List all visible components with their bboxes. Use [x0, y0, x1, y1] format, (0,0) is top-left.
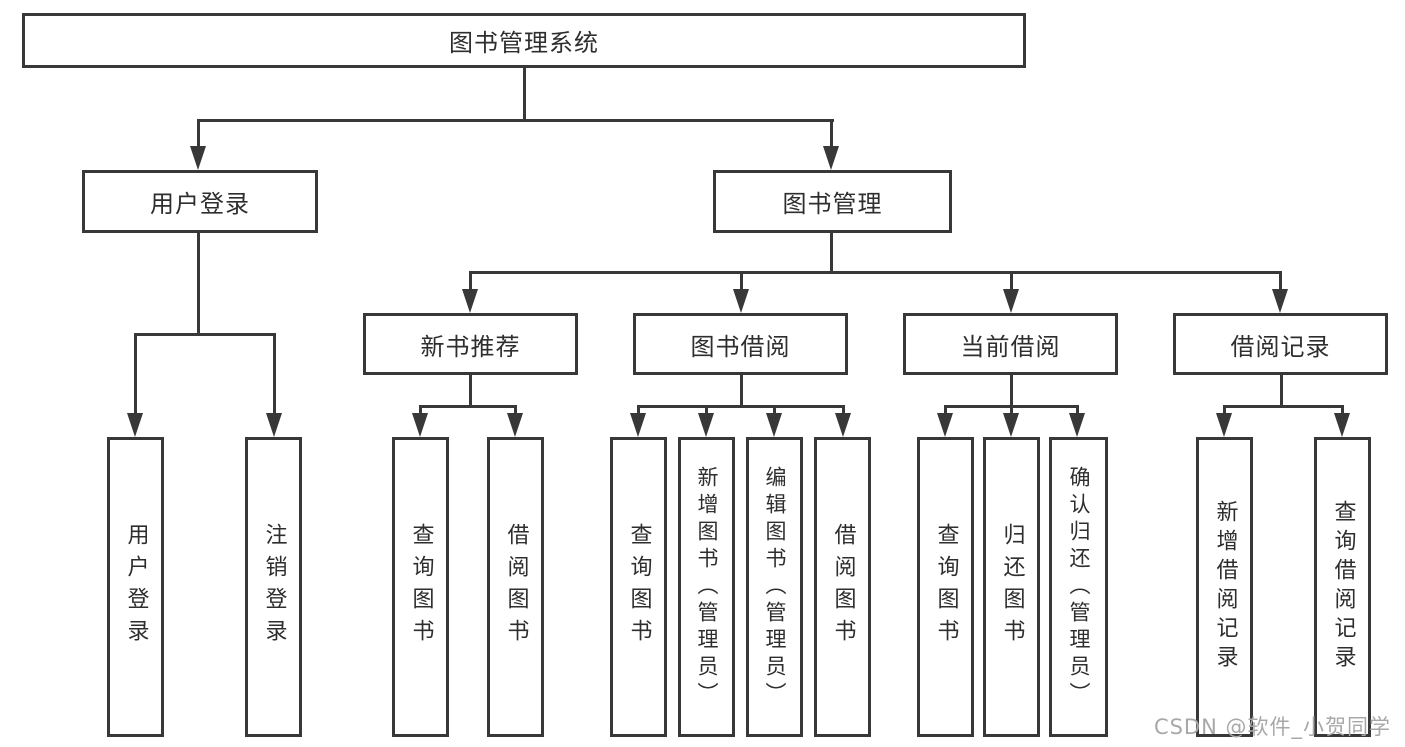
watermark: CSDN @软件_小贺同学: [1153, 715, 1391, 739]
connector-line: [134, 333, 137, 414]
node-label: 确认归还（管理员）: [1067, 465, 1091, 709]
connector-line: [420, 405, 517, 408]
node-label: 新增图书（管理员）: [695, 465, 719, 709]
node-label: 借阅图书: [830, 523, 856, 651]
node-label: 图书借阅: [690, 332, 791, 361]
connector-line: [705, 405, 708, 415]
node-label: 借阅记录: [1230, 332, 1331, 361]
connector-line: [469, 271, 472, 291]
connector-line: [944, 405, 947, 415]
connector-line: [197, 119, 200, 147]
connector-line: [1010, 375, 1013, 407]
node-book-management: 图书管理: [713, 170, 952, 233]
node-library-management-system: 图书管理系统: [22, 13, 1026, 68]
connector-line: [1280, 375, 1283, 407]
node-label: 图书管理系统: [449, 29, 599, 57]
connector-line: [523, 68, 526, 119]
node-leaf-borrow-books-borrowing: 借阅图书: [814, 437, 871, 737]
connector-line: [134, 333, 276, 336]
node-label: 注销登录: [261, 523, 287, 651]
connector-line: [470, 271, 1282, 274]
arrow-down-icon: [766, 413, 782, 437]
node-leaf-query-borrow-record: 查询借阅记录: [1314, 437, 1371, 737]
node-label: 新增借阅记录: [1212, 500, 1238, 674]
connector-line: [740, 375, 743, 407]
node-leaf-query-books-current: 查询图书: [917, 437, 974, 737]
connector-line: [1076, 405, 1079, 415]
arrow-down-icon: [266, 413, 282, 437]
arrow-down-icon: [1003, 413, 1019, 437]
node-leaf-add-books-admin: 新增图书（管理员）: [678, 437, 735, 737]
node-current-borrowing: 当前借阅: [903, 313, 1118, 375]
connector-line: [740, 271, 743, 291]
arrow-down-icon: [1272, 289, 1288, 313]
arrow-down-icon: [412, 413, 428, 437]
connector-line: [197, 119, 834, 122]
connector-line: [273, 333, 276, 414]
node-leaf-return-books: 归还图书: [983, 437, 1040, 737]
arrow-down-icon: [630, 413, 646, 437]
connector-line: [1224, 405, 1344, 408]
connector-line: [1223, 405, 1226, 415]
node-label: 用户登录: [123, 523, 149, 651]
node-label: 用户登录: [150, 190, 250, 218]
connector-line: [419, 405, 422, 415]
node-label: 查询图书: [626, 523, 652, 651]
arrow-down-icon: [823, 146, 839, 170]
node-book-borrowing: 图书借阅: [633, 313, 848, 375]
node-label: 查询图书: [408, 523, 434, 651]
arrow-down-icon: [835, 413, 851, 437]
connector-line: [514, 405, 517, 415]
node-leaf-add-borrow-record: 新增借阅记录: [1196, 437, 1253, 737]
connector-line: [1279, 271, 1282, 291]
connector-line: [638, 405, 844, 408]
arrow-down-icon: [127, 413, 143, 437]
arrow-down-icon: [733, 289, 749, 313]
arrow-down-icon: [1003, 289, 1019, 313]
arrow-down-icon: [698, 413, 714, 437]
node-leaf-borrow-books-recommend: 借阅图书: [487, 437, 544, 737]
node-borrowing-records: 借阅记录: [1173, 313, 1388, 375]
arrow-down-icon: [1069, 413, 1085, 437]
arrow-down-icon: [937, 413, 953, 437]
arrow-down-icon: [1216, 413, 1232, 437]
node-label: 借阅图书: [503, 523, 529, 651]
node-leaf-confirm-return-admin: 确认归还（管理员）: [1049, 437, 1108, 737]
connector-line: [197, 232, 200, 335]
node-label: 新书推荐: [420, 332, 521, 361]
arrow-down-icon: [1334, 413, 1350, 437]
node-user-login: 用户登录: [82, 170, 318, 233]
connector-line: [469, 375, 472, 407]
node-leaf-logout: 注销登录: [245, 437, 302, 737]
node-label: 当前借阅: [960, 332, 1061, 361]
node-leaf-query-books-borrowing: 查询图书: [610, 437, 667, 737]
connector-line: [637, 405, 640, 415]
connector-line: [1010, 405, 1013, 415]
arrow-down-icon: [507, 413, 523, 437]
connector-line: [830, 232, 833, 273]
node-leaf-edit-books-admin: 编辑图书（管理员）: [746, 437, 803, 737]
connector-line: [1341, 405, 1344, 415]
node-new-book-recommendation: 新书推荐: [363, 313, 578, 375]
node-leaf-user-login: 用户登录: [107, 437, 164, 737]
connector-line: [842, 405, 845, 415]
arrow-down-icon: [462, 289, 478, 313]
connector-line: [1010, 271, 1013, 291]
node-label: 图书管理: [782, 190, 883, 218]
connector-line: [773, 405, 776, 415]
node-label: 归还图书: [999, 523, 1025, 651]
connector-line: [830, 119, 833, 147]
node-label: 查询图书: [933, 523, 959, 651]
node-leaf-query-books-recommend: 查询图书: [392, 437, 449, 737]
arrow-down-icon: [190, 146, 206, 170]
node-label: 编辑图书（管理员）: [763, 465, 787, 709]
node-label: 查询借阅记录: [1330, 500, 1356, 674]
